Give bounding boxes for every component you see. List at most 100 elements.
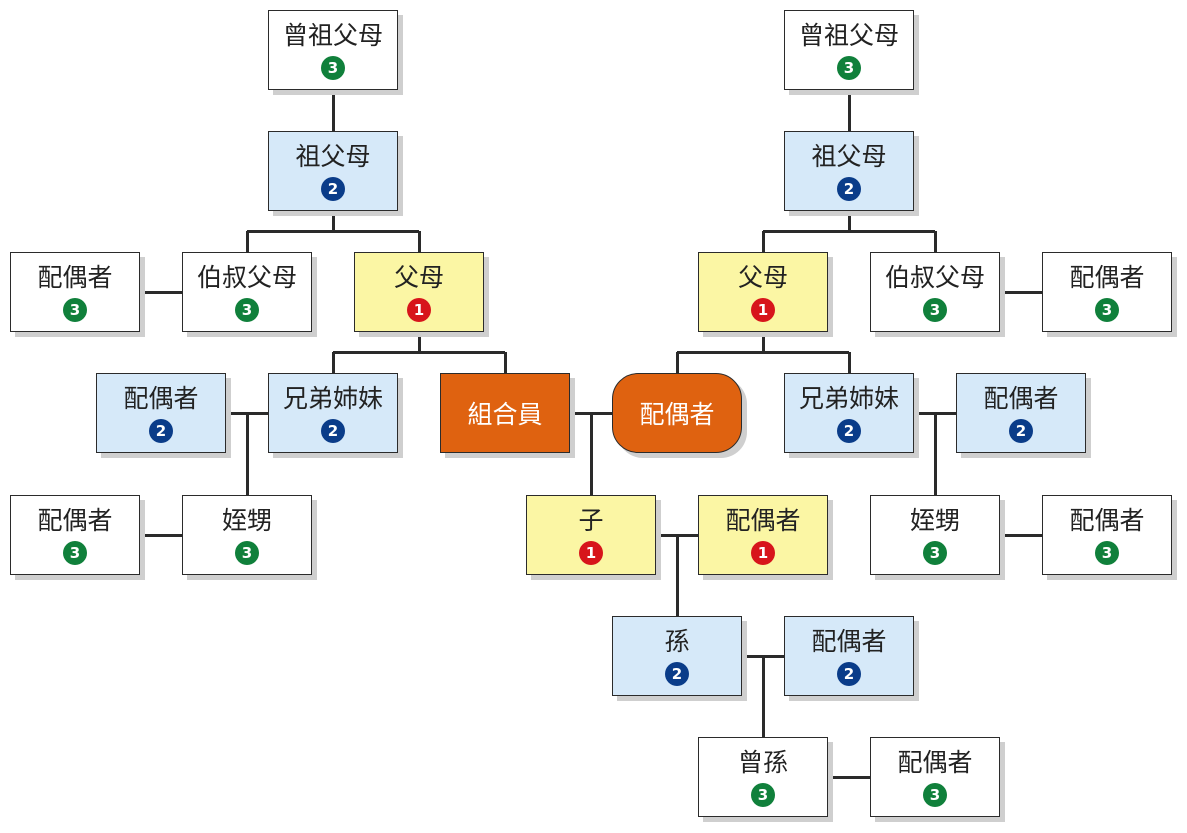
relative-label: 曾祖父母 [282, 20, 383, 50]
degree-badge: 3 [923, 297, 947, 322]
relative-box-gp-right: 祖父母 2 [784, 131, 914, 211]
relative-label: 兄弟姉妹 [798, 383, 899, 413]
relative-box-great-grandchild: 曾孫 3 [698, 737, 828, 817]
connector-h [247, 230, 419, 233]
relative-label: 姪甥 [221, 505, 272, 535]
connector-h [677, 351, 849, 354]
relative-box-member: 組合員 [440, 373, 570, 453]
degree-badge: 3 [321, 55, 345, 80]
relative-label: 配偶者 [1069, 262, 1145, 292]
degree-badge: 2 [665, 661, 689, 686]
degree-badge: 1 [751, 297, 775, 322]
degree-badge: 3 [63, 540, 87, 565]
relative-box-niece-spouse-r: 配偶者 3 [1042, 495, 1172, 575]
relative-label: 配偶者 [897, 747, 973, 777]
relative-box-niece-left: 姪甥 3 [182, 495, 312, 575]
connector-h [763, 230, 935, 233]
relative-box-ggp-left: 曾祖父母 3 [268, 10, 398, 90]
relative-box-niece-right: 姪甥 3 [870, 495, 1000, 575]
connector-v [676, 535, 679, 616]
degree-badge: 2 [1009, 418, 1033, 443]
relative-box-parents-right: 父母 1 [698, 252, 828, 332]
relative-label: 子 [578, 505, 604, 535]
relative-box-siblings-left: 兄弟姉妹 2 [268, 373, 398, 453]
relative-label: 組合員 [467, 399, 543, 429]
relative-box-siblings-right: 兄弟姉妹 2 [784, 373, 914, 453]
degree-badge: 3 [837, 55, 861, 80]
degree-badge: 3 [751, 782, 775, 807]
relative-label: 姪甥 [909, 505, 960, 535]
degree-badge: 2 [149, 418, 173, 443]
connector-h [333, 351, 505, 354]
relative-label: 配偶者 [37, 262, 113, 292]
degree-badge: 2 [837, 176, 861, 201]
relative-label: 配偶者 [1069, 505, 1145, 535]
relative-box-uncle-spouse-l: 配偶者 3 [10, 252, 140, 332]
connector-v [762, 656, 765, 737]
degree-badge: 3 [923, 782, 947, 807]
degree-badge: 1 [751, 540, 775, 565]
relative-box-uncle-left: 伯叔父母 3 [182, 252, 312, 332]
connector-v [762, 231, 765, 252]
connector-v [590, 413, 593, 495]
relative-label: 配偶者 [811, 626, 887, 656]
relative-box-ggp-right: 曾祖父母 3 [784, 10, 914, 90]
connector-h [140, 534, 182, 537]
connector-h [1000, 534, 1042, 537]
relative-label: 兄弟姉妹 [282, 383, 383, 413]
connector-v [848, 90, 851, 131]
degree-badge: 3 [63, 297, 87, 322]
relative-box-spouse: 配偶者 [612, 373, 742, 453]
relative-label: 配偶者 [639, 399, 715, 429]
connector-v [332, 352, 335, 373]
connector-v [332, 211, 335, 231]
connector-v [418, 332, 421, 352]
relative-label: 配偶者 [983, 383, 1059, 413]
relative-label: 祖父母 [295, 141, 371, 171]
relative-box-sib-spouse-r: 配偶者 2 [956, 373, 1086, 453]
relative-label: 伯叔父母 [196, 262, 297, 292]
degree-badge: 2 [321, 176, 345, 201]
degree-badge: 2 [321, 418, 345, 443]
degree-badge: 3 [235, 297, 259, 322]
degree-badge: 1 [407, 297, 431, 322]
relative-label: 祖父母 [811, 141, 887, 171]
relative-label: 父母 [737, 262, 788, 292]
relative-label: 配偶者 [37, 505, 113, 535]
relative-box-grandchild-spouse: 配偶者 2 [784, 616, 914, 696]
connector-v [848, 211, 851, 231]
degree-badge: 3 [235, 540, 259, 565]
connector-v [418, 231, 421, 252]
degree-badge: 3 [1095, 540, 1119, 565]
relative-box-sib-spouse-l: 配偶者 2 [96, 373, 226, 453]
relative-box-child-spouse: 配偶者 1 [698, 495, 828, 575]
relative-label: 孫 [664, 626, 690, 656]
relative-label: 曾孫 [737, 747, 788, 777]
connector-v [934, 231, 937, 252]
connector-h [828, 776, 870, 779]
relative-box-uncle-spouse-r: 配偶者 3 [1042, 252, 1172, 332]
relative-label: 配偶者 [123, 383, 199, 413]
connector-v [332, 90, 335, 131]
connector-v [848, 352, 851, 373]
connector-v [676, 352, 679, 373]
connector-v [762, 332, 765, 352]
degree-badge: 3 [1095, 297, 1119, 322]
connector-v [934, 413, 937, 495]
connector-v [246, 413, 249, 495]
connector-v [246, 231, 249, 252]
degree-badge: 2 [837, 661, 861, 686]
degree-badge: 1 [579, 540, 603, 565]
relative-label: 配偶者 [725, 505, 801, 535]
degree-badge: 3 [923, 540, 947, 565]
relative-label: 曾祖父母 [798, 20, 899, 50]
connector-h [140, 291, 182, 294]
relative-box-gp-left: 祖父母 2 [268, 131, 398, 211]
connector-v [504, 352, 507, 373]
degree-badge: 2 [837, 418, 861, 443]
